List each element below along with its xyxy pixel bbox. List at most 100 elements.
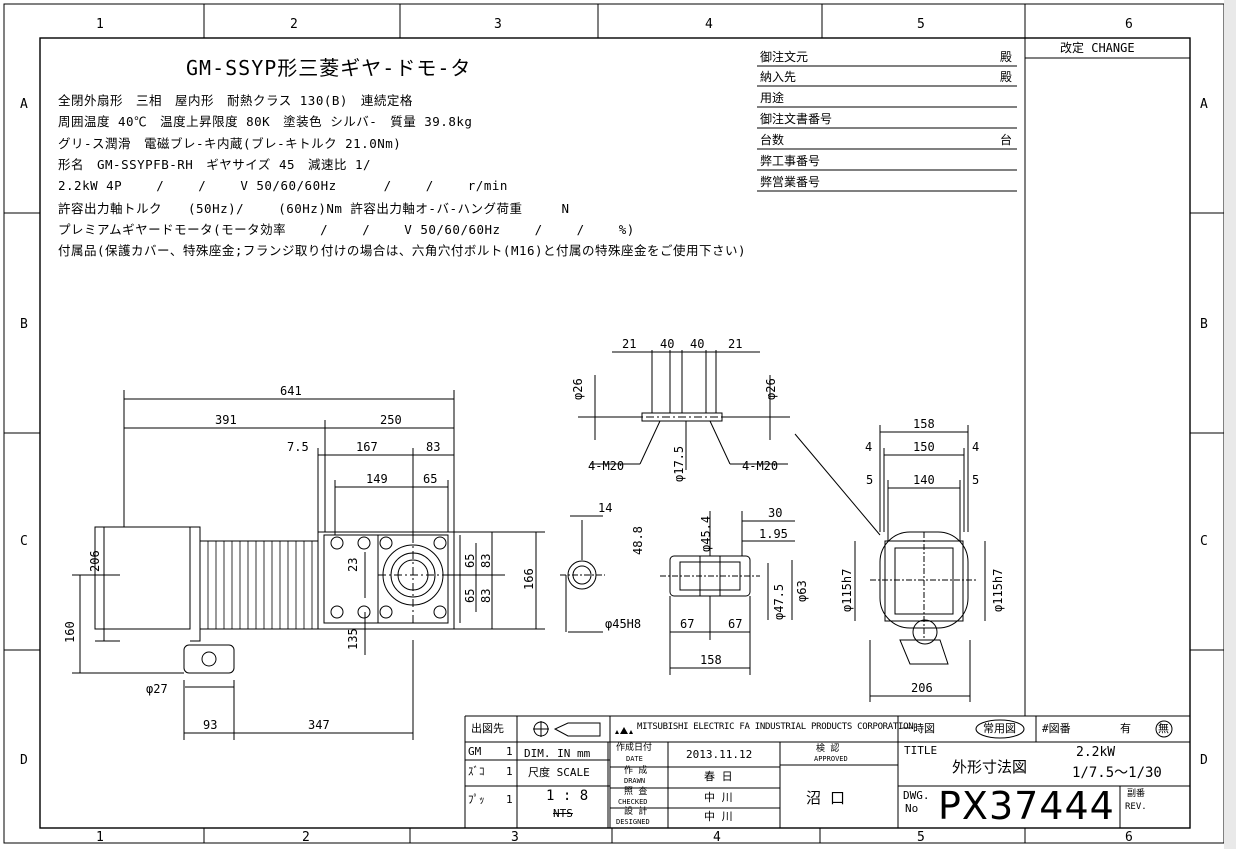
zone-col-6: 6 xyxy=(1125,17,1133,32)
order-no-label: 御注文書番号 xyxy=(760,112,833,126)
power-rating: 2.2kW xyxy=(1076,745,1116,760)
dwg-label: DWG. xyxy=(903,789,930,802)
temp-drawing-label: 一時図 xyxy=(902,722,935,735)
maker-name: MITSUBISHI ELECTRIC FA INDUSTRIAL PRODUC… xyxy=(637,722,914,732)
dest-label: 出図先 xyxy=(471,722,504,735)
dim-4a: 4 xyxy=(865,440,872,454)
zone-row-d: D xyxy=(20,753,28,768)
nts-label: NTS xyxy=(553,807,573,820)
zone-col-1: 1 xyxy=(96,17,104,32)
fig-yes: 有 xyxy=(1120,722,1131,735)
dim-27: φ27 xyxy=(146,682,168,696)
approved-by: 沼 口 xyxy=(806,789,846,807)
zone-row-b: B xyxy=(20,317,28,332)
drawn-by: 春 日 xyxy=(704,770,733,783)
drawing-title-jp: 外形寸法図 xyxy=(952,758,1028,776)
zone-col-3b: 3 xyxy=(511,830,519,845)
zone-row-c: C xyxy=(20,534,28,549)
dim-65: 65 xyxy=(423,472,437,486)
common-drawing-label: 常用図 xyxy=(983,722,1016,735)
spec-line-3: グリ-ス潤滑 電磁ブレ-キ内蔵(ブレ-キトルク 21.0Nm) xyxy=(58,136,402,151)
checked-by: 中 川 xyxy=(704,791,733,804)
date-en: DATE xyxy=(626,755,643,763)
dwg-no-label: No xyxy=(905,802,919,815)
dim-sh40a: 40 xyxy=(660,337,674,351)
spec-line-6: 許容出力軸トルク (50Hz)/ (60Hz)Nm 許容出力軸オ-バ-ハング荷重… xyxy=(58,201,570,216)
sales-no-label: 弊営業番号 xyxy=(760,175,821,189)
dim-m20a: 4-M20 xyxy=(588,459,624,473)
drawn-en: DRAWN xyxy=(624,777,646,785)
revision-label: 副番 xyxy=(1127,789,1146,799)
drawn-label: 作 成 xyxy=(624,766,648,776)
dim-sh40b: 40 xyxy=(690,337,704,351)
dim-115b: φ115h7 xyxy=(991,569,1005,612)
title-label: TITLE xyxy=(904,744,938,757)
order-from-label: 御注文元 xyxy=(760,50,809,64)
quantity-label: 台数 xyxy=(760,133,785,147)
date-label: 作成日付 xyxy=(616,743,653,753)
zone-row-b-right: B xyxy=(1200,317,1208,332)
zone-col-3: 3 xyxy=(494,17,502,32)
dim-206b: 206 xyxy=(911,681,933,695)
dim-93: 93 xyxy=(203,718,217,732)
fig-number-label: #図番 xyxy=(1042,722,1071,735)
zone-col-5b: 5 xyxy=(917,830,925,845)
row-ko-num: 1 xyxy=(506,765,513,778)
dim-391: 391 xyxy=(215,413,237,427)
zone-row-c-right: C xyxy=(1200,534,1208,549)
row-gm-num: 1 xyxy=(506,745,513,758)
dim-83: 83 xyxy=(426,440,440,454)
dim-158b: 158 xyxy=(700,653,722,667)
approved-en: APPROVED xyxy=(814,755,848,763)
dim-115a: φ115h7 xyxy=(840,569,854,612)
dim-sh175: φ17.5 xyxy=(672,446,686,482)
dim-5a: 5 xyxy=(866,473,873,487)
dim-14: 14 xyxy=(598,501,612,515)
row-gm: GM xyxy=(468,745,482,758)
row-pu: ﾌﾟｯ xyxy=(468,793,485,806)
dim-83a: 83 xyxy=(479,554,493,568)
dim-67b: 67 xyxy=(728,617,742,631)
dim-140: 140 xyxy=(913,473,935,487)
scale-label: 尺度 SCALE xyxy=(528,766,590,779)
dim-45h8: φ45H8 xyxy=(605,617,641,631)
dim-160: 160 xyxy=(63,621,77,643)
dim-135: 135 xyxy=(346,628,360,650)
zone-col-4b: 4 xyxy=(713,830,721,845)
date-value: 2013.11.12 xyxy=(686,748,753,761)
quantity-suffix: 台 xyxy=(1000,133,1013,147)
units-label: DIM. IN mm xyxy=(524,747,591,760)
zone-row-a: A xyxy=(20,97,28,112)
spec-line-7: プレミアムギヤードモータ(モータ効率 / / V 50/60/60Hz / / … xyxy=(58,222,635,237)
dim-sh21a: 21 xyxy=(622,337,636,351)
dim-63: φ63 xyxy=(795,580,809,602)
row-ko: ｽﾞｺ xyxy=(468,765,485,778)
dim-166: 166 xyxy=(522,568,536,590)
dim-30: 30 xyxy=(768,506,782,520)
dim-48-8: 48.8 xyxy=(631,526,645,555)
designed-by: 中 川 xyxy=(704,810,733,823)
spec-line-2: 周囲温度 40℃ 温度上昇限度 80K 塗装色 シルバ- 質量 39.8kg xyxy=(58,114,473,129)
checked-label: 照 査 xyxy=(624,787,648,797)
dim-45-4: φ45.4 xyxy=(699,516,713,552)
fig-no: 無 xyxy=(1158,722,1169,735)
dim-m20b: 4-M20 xyxy=(742,459,778,473)
dim-167: 167 xyxy=(356,440,378,454)
dim-83b: 83 xyxy=(479,589,493,603)
dim-4b: 4 xyxy=(972,440,979,454)
zone-row-a-right: A xyxy=(1200,97,1208,112)
work-no-label: 弊工事番号 xyxy=(760,154,821,168)
right-edge-strip xyxy=(1224,0,1236,849)
dim-sh26b: φ26 xyxy=(764,378,778,400)
dim-250: 250 xyxy=(380,413,402,427)
zone-col-1b: 1 xyxy=(96,830,104,845)
dim-65a: 65 xyxy=(463,554,477,568)
dim-23: 23 xyxy=(346,558,360,572)
zone-row-d-right: D xyxy=(1200,753,1208,768)
dim-67a: 67 xyxy=(680,617,694,631)
spec-line-5: 2.2kW 4P / / V 50/60/60Hz / / r/min xyxy=(58,178,508,193)
dim-sh26a: φ26 xyxy=(571,378,585,400)
spec-line-1: 全閉外扇形 三相 屋内形 耐熱クラス 130(B) 連続定格 xyxy=(58,93,413,108)
change-label: 改定 CHANGE xyxy=(1060,41,1135,55)
dim-65b: 65 xyxy=(463,589,477,603)
